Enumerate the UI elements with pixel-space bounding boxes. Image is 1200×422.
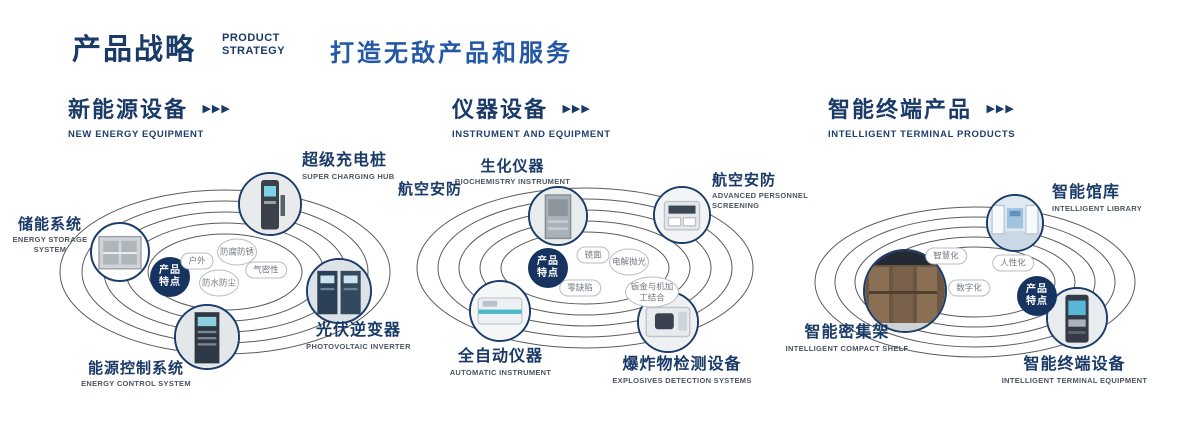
section-instrument-title: 仪器设备 bbox=[452, 97, 549, 122]
label-compact-shelf-en: INTELLIGENT COMPACT SHELF bbox=[785, 344, 909, 354]
section-new-energy-header: 新能源设备 ▶▶▶ NEW ENERGY EQUIPMENT bbox=[68, 92, 231, 140]
label-biochemistry-cn: 生化仪器 bbox=[480, 158, 545, 175]
biochemistry-instrument-photo bbox=[528, 186, 588, 246]
feature-bubble-sheetmetal: 钣金与机加工结合 bbox=[625, 276, 679, 308]
badge-line1: 产品 bbox=[159, 265, 181, 276]
label-energy-control-en: ENERGY CONTROL SYSTEM bbox=[81, 379, 191, 389]
label-inverter-cn: 光伏逆变器 bbox=[315, 322, 401, 339]
triple-arrow-icon: ▶▶▶ bbox=[562, 102, 591, 115]
photovoltaic-inverter-photo bbox=[306, 258, 372, 324]
personnel-screening-photo bbox=[653, 186, 711, 244]
label-intelligent-terminal-cn: 智能终端设备 bbox=[1023, 356, 1126, 373]
label-energy-storage-en: ENERGY STORAGE SYSTEM bbox=[12, 235, 88, 254]
section-new-energy-subtitle: NEW ENERGY EQUIPMENT bbox=[68, 129, 204, 140]
label-explosives-detection-en: EXPLOSIVES DETECTION SYSTEMS bbox=[612, 376, 752, 386]
feature-bubble-zero-defect: 零缺陷 bbox=[559, 279, 601, 297]
label-compact-shelf-cn: 智能密集架 bbox=[804, 324, 890, 341]
page-tagline: 打造无敌产品和服务 bbox=[330, 40, 573, 67]
badge-line1: 产品 bbox=[1026, 284, 1048, 295]
feature-bubble-electropolish: 电解抛光 bbox=[609, 248, 649, 276]
label-energy-control: 能源控制系统 ENERGY CONTROL SYSTEM bbox=[66, 360, 206, 389]
label-explosives-detection-cn: 爆炸物检测设备 bbox=[622, 356, 742, 373]
label-automatic-instrument-en: AUTOMATIC INSTRUMENT bbox=[449, 368, 552, 378]
label-intelligent-terminal: 智能终端设备 INTELLIGENT TERMINAL EQUIPMENT bbox=[982, 356, 1167, 386]
library-image-icon bbox=[988, 196, 1042, 250]
feature-bubble-smart: 智慧化 bbox=[925, 247, 967, 265]
badge-line2: 特点 bbox=[159, 277, 181, 288]
label-automatic-instrument-cn: 全自动仪器 bbox=[457, 348, 543, 365]
label-automatic-instrument: 全自动仪器 AUTOMATIC INSTRUMENT bbox=[428, 348, 573, 378]
features-badge-instrument: 产品 特点 bbox=[528, 248, 568, 288]
label-intelligent-library-en: INTELLIGENT LIBRARY bbox=[1052, 204, 1143, 214]
label-energy-storage-cn: 储能系统 bbox=[17, 216, 82, 233]
charging-hub-image-icon bbox=[240, 174, 300, 234]
label-biochemistry-en: BIOCHEMISTRY INSTRUMENT bbox=[454, 177, 571, 187]
label-aviation-security-left: 航空安防 bbox=[398, 181, 463, 198]
label-energy-control-cn: 能源控制系统 bbox=[87, 360, 184, 377]
label-intelligent-library-cn: 智能馆库 bbox=[1052, 184, 1121, 201]
label-biochemistry: 生化仪器 BIOCHEMISTRY INSTRUMENT bbox=[450, 158, 575, 187]
screening-image-icon bbox=[655, 188, 709, 242]
label-energy-storage: 储能系统 ENERGY STORAGE SYSTEM bbox=[8, 216, 92, 255]
label-compact-shelf: 智能密集架 INTELLIGENT COMPACT SHELF bbox=[782, 324, 912, 354]
label-inverter-en: PHOTOVOLTAIC INVERTER bbox=[306, 342, 411, 352]
energy-control-image-icon bbox=[176, 306, 238, 368]
triple-arrow-icon: ▶▶▶ bbox=[202, 102, 231, 115]
automatic-image-icon bbox=[471, 282, 529, 340]
biochemistry-image-icon bbox=[530, 188, 586, 244]
page-title: 产品战略 bbox=[72, 34, 197, 66]
badge-line1: 产品 bbox=[537, 256, 559, 267]
page-subtitle-line2: STRATEGY bbox=[222, 44, 286, 57]
feature-bubble-anticorrosion: 防腐防锈 bbox=[217, 238, 257, 266]
section-instrument-subtitle: INSTRUMENT AND EQUIPMENT bbox=[452, 129, 611, 140]
label-charging-hub-cn: 超级充电桩 bbox=[302, 152, 388, 169]
feature-bubble-airtight: 气密性 bbox=[245, 261, 287, 279]
label-inverter: 光伏逆变器 PHOTOVOLTAIC INVERTER bbox=[296, 322, 421, 352]
intelligent-library-photo bbox=[986, 194, 1044, 252]
badge-line2: 特点 bbox=[537, 268, 559, 279]
energy-storage-photo bbox=[90, 222, 150, 282]
section-terminal-header: 智能终端产品 ▶▶▶ INTELLIGENT TERMINAL PRODUCTS bbox=[828, 92, 1015, 140]
feature-bubble-humanized: 人性化 bbox=[992, 254, 1034, 272]
label-explosives-detection: 爆炸物检测设备 EXPLOSIVES DETECTION SYSTEMS bbox=[592, 356, 772, 386]
section-terminal-title: 智能终端产品 bbox=[828, 97, 973, 122]
energy-control-photo bbox=[174, 304, 240, 370]
terminal-image-icon bbox=[1048, 289, 1106, 347]
label-charging-hub: 超级充电桩 SUPER CHARGING HUB bbox=[302, 152, 417, 182]
inverter-image-icon bbox=[308, 260, 370, 322]
label-personnel-screening-en: ADVANCED PERSONNEL SCREENING bbox=[712, 191, 808, 210]
badge-line2: 特点 bbox=[1026, 296, 1048, 307]
section-terminal-subtitle: INTELLIGENT TERMINAL PRODUCTS bbox=[828, 129, 1016, 140]
label-personnel-screening: 航空安防 ADVANCED PERSONNEL SCREENING bbox=[712, 172, 822, 211]
energy-storage-image-icon bbox=[98, 235, 142, 270]
section-instrument-header: 仪器设备 ▶▶▶ INSTRUMENT AND EQUIPMENT bbox=[452, 92, 611, 140]
page-subtitle: PRODUCT STRATEGY bbox=[222, 32, 285, 57]
label-intelligent-library: 智能馆库 INTELLIGENT LIBRARY bbox=[1052, 184, 1177, 214]
label-personnel-screening-cn: 航空安防 bbox=[712, 172, 777, 189]
feature-bubble-mirror: 镜面 bbox=[576, 246, 610, 264]
feature-bubble-digital: 数字化 bbox=[948, 279, 990, 297]
automatic-instrument-photo bbox=[469, 280, 531, 342]
triple-arrow-icon: ▶▶▶ bbox=[986, 102, 1015, 115]
feature-bubble-outdoor: 户外 bbox=[180, 252, 214, 270]
page-subtitle-line1: PRODUCT bbox=[222, 32, 280, 44]
super-charging-hub-photo bbox=[238, 172, 302, 236]
feature-bubble-waterproof: 防水防尘 bbox=[199, 269, 239, 297]
label-intelligent-terminal-en: INTELLIGENT TERMINAL EQUIPMENT bbox=[1001, 376, 1148, 386]
section-new-energy-title: 新能源设备 bbox=[68, 97, 189, 122]
label-charging-hub-en: SUPER CHARGING HUB bbox=[302, 172, 395, 182]
features-badge-terminal: 产品 特点 bbox=[1017, 276, 1057, 316]
